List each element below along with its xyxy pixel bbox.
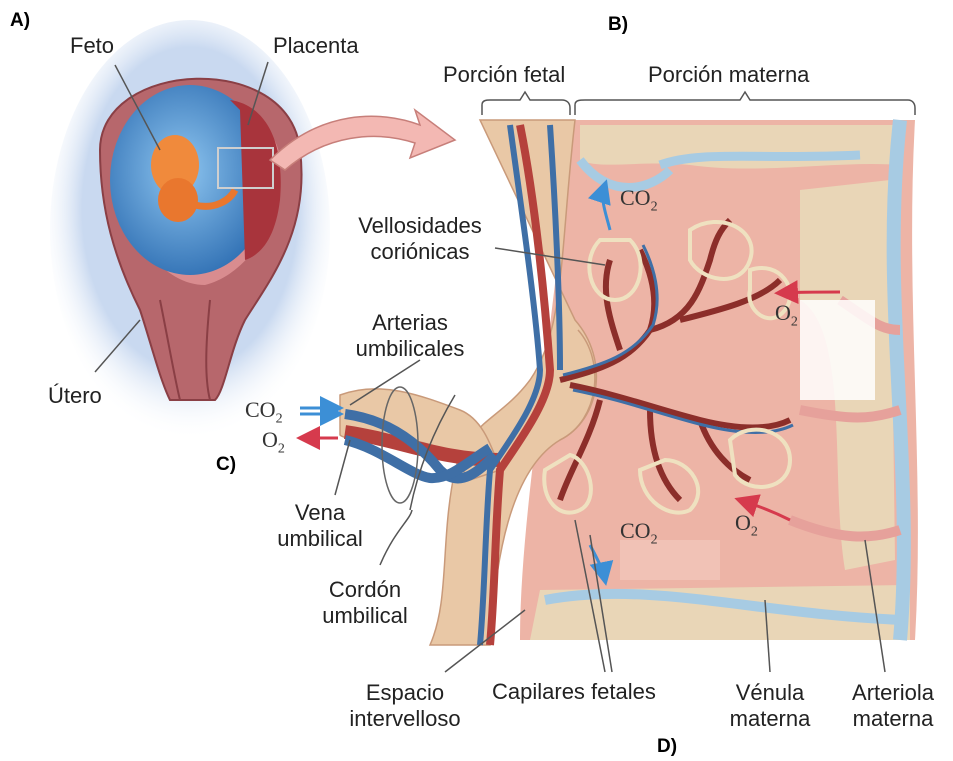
vena-umbilical-label: Vena umbilical (265, 500, 375, 552)
co2-top-sub: 2 (651, 199, 658, 214)
cord-co2-sub: 2 (276, 411, 283, 426)
arteriola-line-2: materna (838, 706, 948, 732)
cord-o2-base: O (262, 427, 278, 452)
panel-d-label: D) (657, 734, 677, 760)
venula-line-2: materna (715, 706, 825, 732)
espacio-line-1: Espacio (330, 680, 480, 706)
porcion-materna-bracket (575, 92, 915, 115)
capilares-fetales-label: Capilares fetales (492, 679, 656, 705)
venula-line-1: Vénula (715, 680, 825, 706)
o2-right-label: O2 (775, 300, 798, 335)
vena-line-1: Vena (265, 500, 375, 526)
panel-a-label: A) (10, 8, 30, 34)
o2-right-base: O (775, 300, 791, 325)
co2-top-label: CO2 (620, 185, 658, 220)
vellosidades-line-1: Vellosidades (335, 213, 505, 239)
cordon-umbilical-label: Cordón umbilical (305, 577, 425, 629)
utero-label: Útero (48, 383, 102, 409)
cord-o2-sub: 2 (278, 441, 285, 456)
cord-co2-base: CO (245, 397, 276, 422)
o2-lower-base: O (735, 510, 751, 535)
o2-lower-label: O2 (735, 510, 758, 545)
espacio-intervelloso-label: Espacio intervelloso (330, 680, 480, 732)
o2-flow-right-arrow (780, 292, 840, 293)
o2-right-sub: 2 (791, 314, 798, 329)
porcion-fetal-label: Porción fetal (443, 62, 565, 88)
placenta-section (300, 120, 918, 645)
placenta-label: Placenta (273, 33, 359, 59)
vena-leader (335, 440, 350, 495)
porcion-materna-label: Porción materna (648, 62, 809, 88)
o2-lower-sub: 2 (751, 524, 758, 539)
panel-b-label: B) (608, 12, 628, 38)
arteriola-materna-label: Arteriola materna (838, 680, 948, 732)
arteriola-line-1: Arteriola (838, 680, 948, 706)
cordon-line-1: Cordón (305, 577, 425, 603)
vellosidades-label: Vellosidades coriónicas (335, 213, 505, 265)
co2-top-base: CO (620, 185, 651, 210)
vena-line-2: umbilical (265, 526, 375, 552)
arterias-line-1: Arterias (340, 310, 480, 336)
co2-bottom-sub: 2 (651, 532, 658, 547)
cordon-line-2: umbilical (305, 603, 425, 629)
panel-c-label: C) (216, 452, 236, 478)
co2-bottom-base: CO (620, 518, 651, 543)
venula-materna-label: Vénula materna (715, 680, 825, 732)
cord-o2-label: O2 (262, 427, 285, 462)
espacio-line-2: intervelloso (330, 706, 480, 732)
arterias-umbilicales-label: Arterias umbilicales (340, 310, 480, 362)
co2-bottom-label: CO2 (620, 518, 658, 553)
vellosidades-line-2: coriónicas (335, 239, 505, 265)
arterias-line-2: umbilicales (340, 336, 480, 362)
uterus-illustration (50, 20, 330, 440)
porcion-fetal-bracket (482, 92, 570, 115)
feto-label: Feto (70, 33, 114, 59)
